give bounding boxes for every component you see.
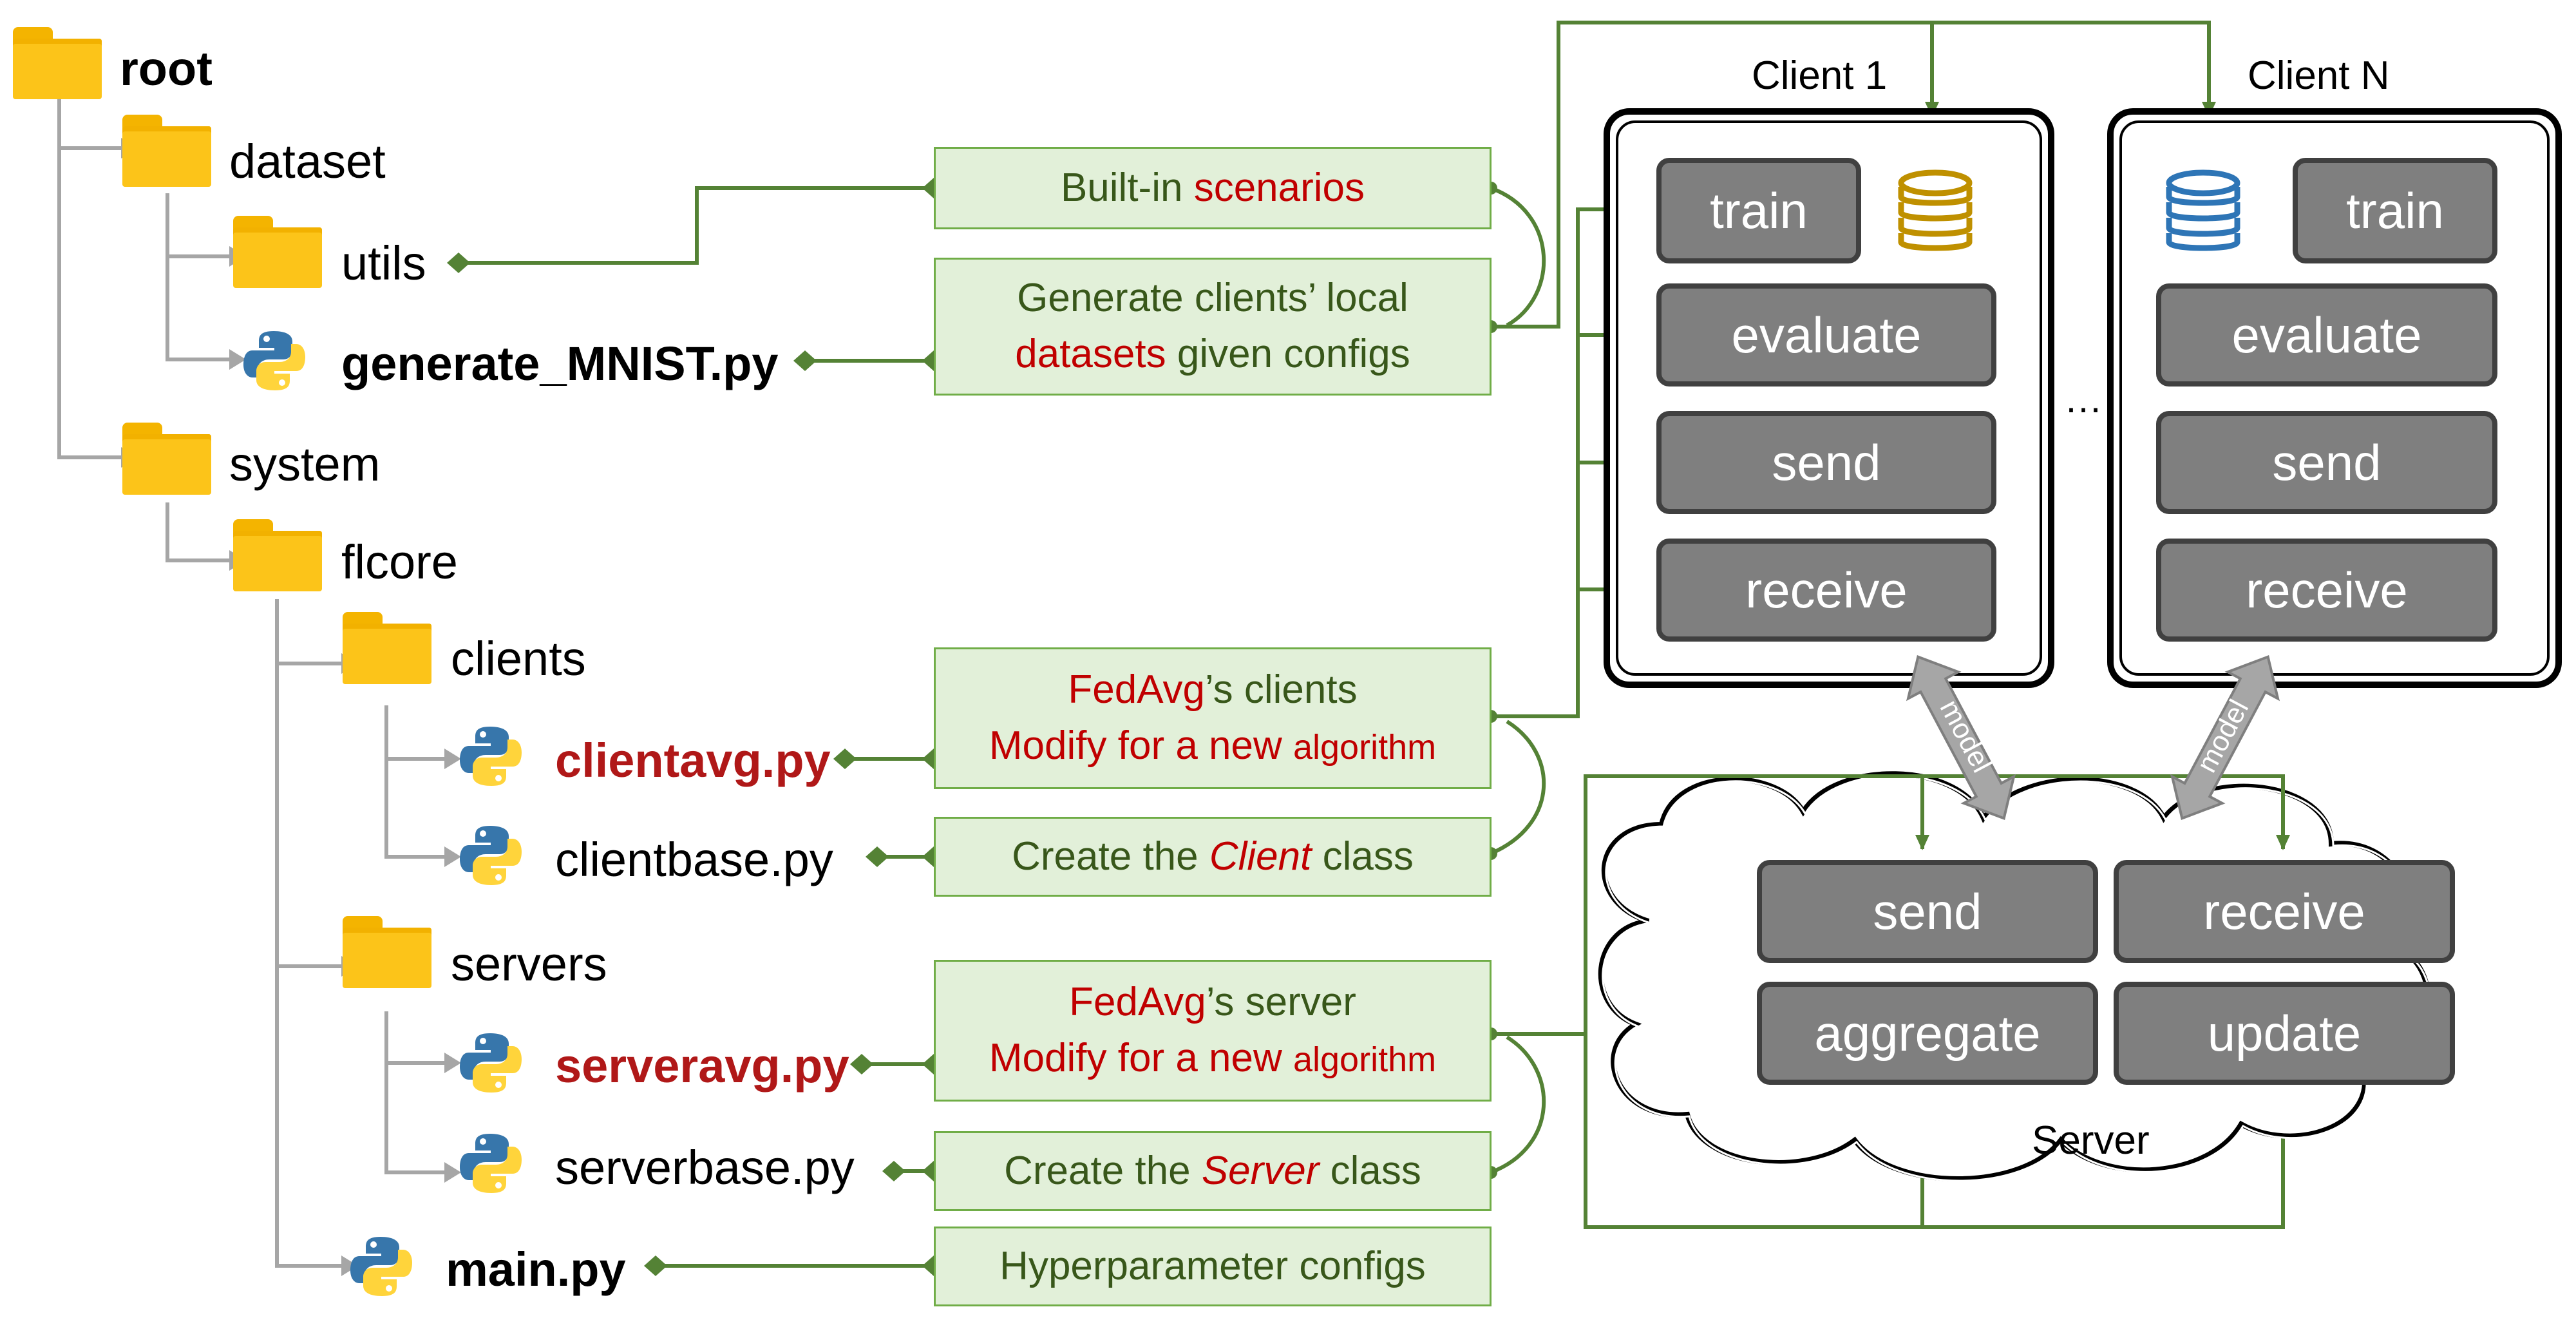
python-icon bbox=[460, 727, 522, 786]
python-icon bbox=[243, 331, 305, 390]
python-icon bbox=[460, 826, 522, 885]
note-create-client-class: Create the Client class bbox=[934, 817, 1492, 897]
python-icon bbox=[460, 1134, 522, 1193]
tree-arrowheads bbox=[121, 138, 461, 1276]
folder-icon bbox=[13, 27, 102, 99]
tree-clientavg[interactable]: clientavg.py bbox=[555, 734, 831, 787]
folder-icon bbox=[343, 916, 431, 988]
server-title: Server bbox=[2032, 1118, 2150, 1163]
tree-utils[interactable]: utils bbox=[341, 236, 426, 290]
client-n-send[interactable]: send bbox=[2156, 411, 2497, 514]
tree-servers[interactable]: servers bbox=[451, 937, 607, 991]
database-icon bbox=[1898, 169, 1973, 251]
folder-icon bbox=[122, 115, 211, 187]
server-cloud bbox=[1598, 771, 2431, 1182]
note-create-server-class: Create the Server class bbox=[934, 1131, 1492, 1211]
note-generate-datasets: Generate clients’ local datasets given c… bbox=[934, 258, 1492, 396]
server-aggregate[interactable]: aggregate bbox=[1757, 982, 2098, 1085]
note-fedavg-server: FedAvg’s server Modify for a new algorit… bbox=[934, 960, 1492, 1102]
tree-serveravg[interactable]: serveravg.py bbox=[555, 1039, 849, 1093]
tree-system[interactable]: system bbox=[229, 437, 381, 491]
tree-dataset[interactable]: dataset bbox=[229, 135, 386, 188]
tree-lines bbox=[57, 97, 444, 1268]
client-1-evaluate[interactable]: evaluate bbox=[1656, 283, 1996, 387]
client-n-evaluate[interactable]: evaluate bbox=[2156, 283, 2497, 387]
folder-icon bbox=[122, 423, 211, 495]
python-icon bbox=[350, 1237, 412, 1296]
client-n-train[interactable]: train bbox=[2293, 158, 2497, 263]
client-n-title: Client N bbox=[2248, 53, 2390, 98]
client-1-receive[interactable]: receive bbox=[1656, 539, 1996, 642]
tree-flcore[interactable]: flcore bbox=[341, 535, 458, 589]
folder-icon bbox=[343, 612, 431, 684]
server-receive[interactable]: receive bbox=[2114, 860, 2455, 963]
folder-icon bbox=[233, 216, 322, 288]
tree-root[interactable]: root bbox=[120, 42, 213, 95]
folder-icon bbox=[233, 519, 322, 591]
note-curves bbox=[1490, 186, 1546, 1174]
client-1-title: Client 1 bbox=[1752, 53, 1888, 98]
python-icon bbox=[460, 1033, 522, 1093]
clients-ellipsis: … bbox=[2064, 377, 2103, 421]
tree-serverbase[interactable]: serverbase.py bbox=[555, 1141, 855, 1194]
file-note-connectors bbox=[459, 186, 934, 1268]
client-1-send[interactable]: send bbox=[1656, 411, 1996, 514]
server-send[interactable]: send bbox=[1757, 860, 2098, 963]
database-icon bbox=[2166, 169, 2240, 251]
tree-generate-mnist[interactable]: generate_MNIST.py bbox=[341, 337, 779, 390]
tree-main[interactable]: main.py bbox=[446, 1243, 626, 1296]
note-hyperparameter-configs: Hyperparameter configs bbox=[934, 1227, 1492, 1306]
client-n-receive[interactable]: receive bbox=[2156, 539, 2497, 642]
note-fedavg-clients: FedAvg’s clients Modify for a new algori… bbox=[934, 647, 1492, 789]
server-update[interactable]: update bbox=[2114, 982, 2455, 1085]
tree-clients[interactable]: clients bbox=[451, 632, 586, 685]
tree-clientbase[interactable]: clientbase.py bbox=[555, 833, 833, 886]
client-1-train[interactable]: train bbox=[1656, 158, 1861, 263]
note-built-in-scenarios: Built-in scenarios bbox=[934, 147, 1492, 229]
